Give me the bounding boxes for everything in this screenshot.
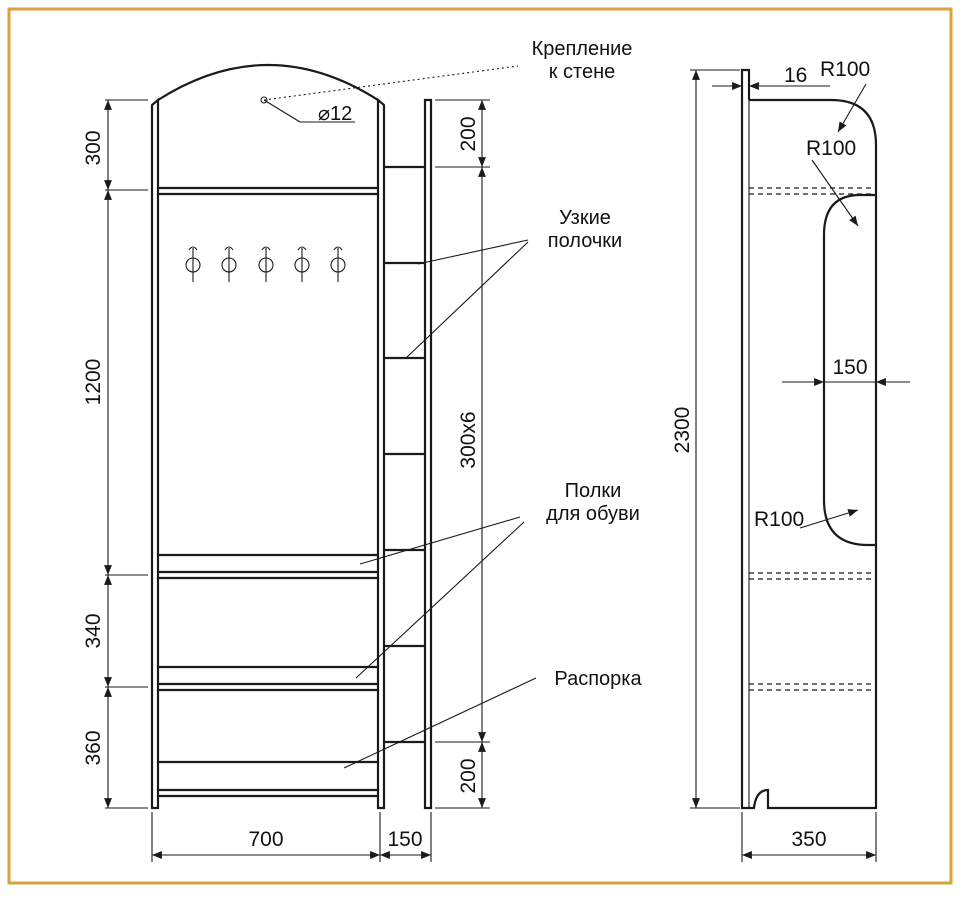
label-narrow-shelves-1: Узкие [559,207,611,229]
side-dimensions: 2300 16 R100 R100 150 R100 350 [671,58,910,862]
label-narrow-shelves-2: полочки [548,230,622,252]
dim-total-height: 2300 [671,407,694,454]
dim-shelf-bottom-gap: 200 [457,758,480,793]
label-spacer: Распорка [554,668,642,690]
page-frame [7,7,953,885]
front-labels: Крепление к стене ⌀12 Узкие полочки Полк… [263,38,642,769]
bottom-dimensions: 700 150 [151,812,432,862]
label-shoe-shelves-2: для обуви [546,503,640,525]
dim-board-thickness: 16 [784,64,807,87]
left-dimensions: 300 1200 340 360 [82,99,148,809]
side-view [740,68,878,810]
dim-radius-top: R100 [820,58,870,81]
dim-shoe-upper: 340 [82,613,105,648]
dim-shelf-pitch: 300x6 [457,411,480,468]
label-wall-mount-2: к стене [549,61,616,83]
dim-radius-cutout-top: R100 [806,137,856,160]
coat-hooks [185,246,346,282]
label-shoe-shelves-1: Полки [565,480,622,502]
label-wall-mount-1: Крепление [532,38,633,60]
dim-shelf-top-gap: 200 [457,116,480,151]
dim-radius-cutout-bottom: R100 [754,508,804,531]
dim-side-depth: 350 [791,828,826,851]
narrow-shelves [384,165,425,744]
dim-top-section: 300 [82,130,105,165]
label-hole-diameter: ⌀12 [318,103,352,125]
dim-shoe-lower: 360 [82,730,105,765]
dim-panel-width: 700 [248,828,283,851]
dim-cutout-width: 150 [832,356,867,379]
dim-middle-section: 1200 [82,359,105,406]
shelf-dimensions: 200 300x6 200 [435,99,490,809]
front-view [150,63,433,810]
dim-shelf-width: 150 [387,828,422,851]
